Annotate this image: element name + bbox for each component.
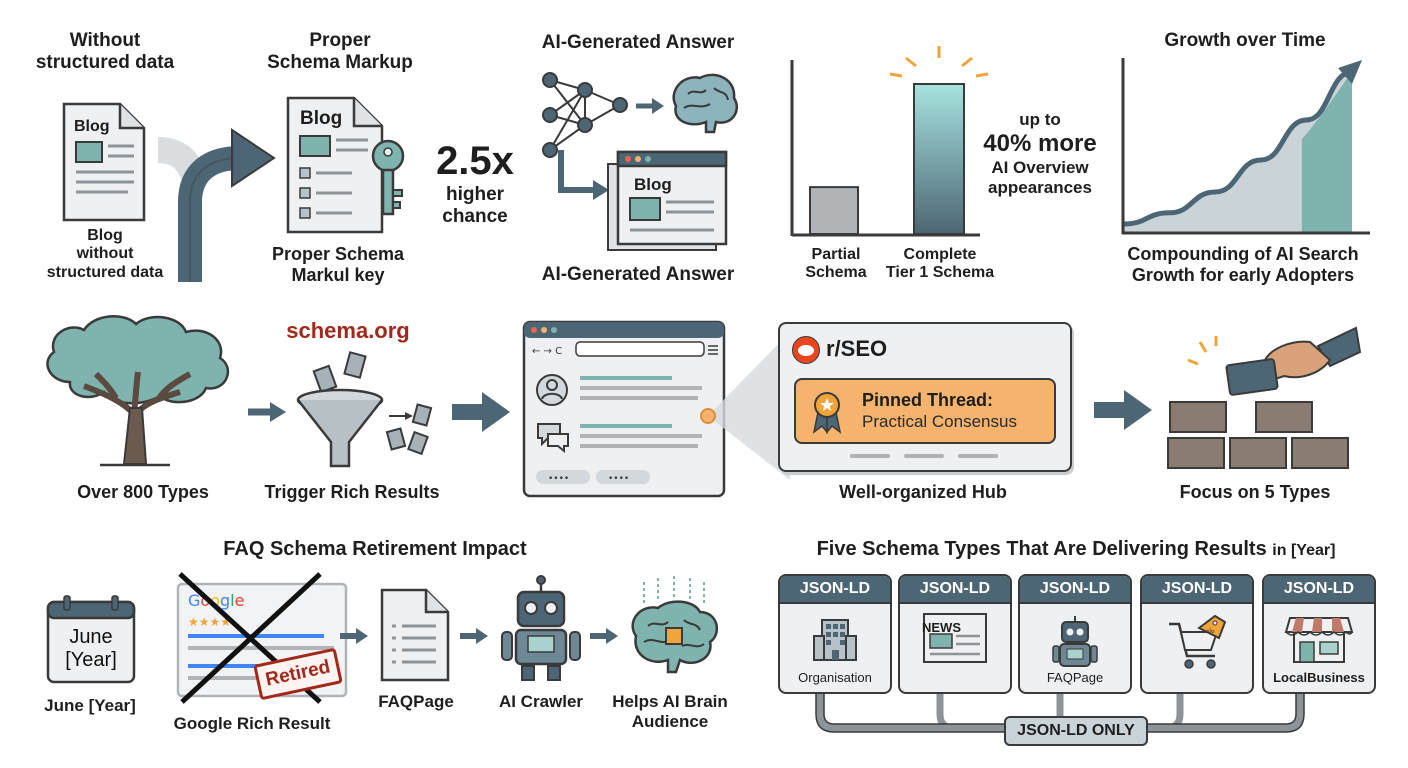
- elbow-arrow-icon: [558, 150, 609, 200]
- newspaper-icon: [900, 612, 1010, 668]
- arrow-right-icon: [460, 628, 488, 644]
- growth-caption: Compounding of AI Search Growth for earl…: [1127, 244, 1359, 285]
- overview-text: AI Overview appearances: [988, 158, 1092, 197]
- calendar-icon: [46, 595, 136, 684]
- pinned-title: Pinned Thread:: [862, 390, 994, 410]
- blog-doc-label: Blog: [74, 118, 110, 135]
- bar-partial: [809, 186, 859, 235]
- schema-card[interactable]: JSON-LD Organisation: [778, 574, 892, 694]
- growth-title: Growth over Time: [1164, 30, 1326, 51]
- schema-document-icon: [286, 96, 405, 234]
- growth-area-chart: [1121, 58, 1370, 235]
- sparkle-icon: [889, 46, 989, 78]
- schema-card-header: JSON-LD: [1142, 576, 1252, 604]
- pinned-thread-card[interactable]: Pinned Thread: Practical Consensus: [794, 378, 1056, 444]
- arrow-right-icon: [340, 628, 368, 644]
- multiplier-value: 2.5x: [436, 139, 514, 183]
- retired-stamp-text: Retired: [263, 656, 333, 691]
- reddit-icon: [792, 336, 820, 364]
- tree-caption: Over 800 Types: [77, 482, 209, 502]
- curved-arrow-icon: [157, 128, 276, 282]
- proper-caption: Proper Schema Markul key: [271, 244, 405, 285]
- hub-caption: Well-organized Hub: [839, 482, 1007, 502]
- five-types-title: Five Schema Types That Are Delivering Re…: [776, 538, 1376, 561]
- shopping-cart-icon: %: [1142, 614, 1252, 670]
- funnel-caption: Trigger Rich Results: [264, 482, 440, 502]
- search-browser-icon: ← → C •••• ••••: [522, 320, 726, 498]
- arrow-right-icon: [1094, 390, 1152, 430]
- json-ld-only-text: JSON-LD ONLY: [1017, 722, 1135, 739]
- award-ribbon-icon: [810, 390, 844, 435]
- percent-text: 40% more: [983, 130, 1097, 157]
- subreddit-name: r/SEO: [826, 336, 888, 361]
- without-caption: Blog without structured data: [46, 227, 164, 281]
- schema-card-header: JSON-LD: [900, 576, 1010, 604]
- proper-title: Proper Schema Markup: [267, 30, 413, 73]
- zoom-beam: [700, 332, 790, 480]
- schema-card[interactable]: JSON-LD%: [1140, 574, 1254, 694]
- pinned-subtitle: Practical Consensus: [862, 412, 1017, 431]
- arrow-right-icon: [590, 628, 618, 644]
- storefront-icon: [1264, 614, 1374, 670]
- faq-document-icon: [380, 588, 450, 682]
- ai-answer-caption: AI-Generated Answer: [541, 264, 735, 285]
- ai-answer-title: AI-Generated Answer: [541, 32, 735, 53]
- schema-card-label: FAQPage: [1046, 670, 1104, 685]
- svg-text:••••: ••••: [548, 474, 569, 484]
- schema-card[interactable]: JSON-LD LocalBusiness: [1262, 574, 1376, 694]
- reddit-panel: r/SEO Pinned Thread: Practical Consensus: [778, 322, 1072, 472]
- schema-org-label: schema.org: [286, 318, 410, 343]
- schema-card[interactable]: JSON-LD NEWS: [898, 574, 1012, 694]
- bar-complete: [913, 83, 965, 235]
- schema-card-label: NEWS: [922, 620, 961, 635]
- ai-blog-label: Blog: [634, 175, 672, 194]
- upto-text: up to: [1019, 110, 1061, 129]
- crawler-caption: AI Crawler: [498, 692, 584, 711]
- schema-bar-chart: [790, 46, 989, 237]
- bar-complete-label: Complete Tier 1 Schema: [885, 246, 995, 282]
- svg-text:••••: ••••: [608, 474, 629, 484]
- schema-doc-label: Blog: [300, 108, 343, 129]
- five-types-title-suffix: in [Year]: [1272, 542, 1336, 559]
- schema-card[interactable]: JSON-LD FAQPage: [1018, 574, 1132, 694]
- without-title: Without structured data: [35, 30, 175, 73]
- arrow-right-icon: [452, 392, 510, 432]
- arrow-right-icon: [248, 402, 286, 422]
- connector-bus: [815, 688, 1305, 733]
- schema-card-label: LocalBusiness: [1273, 670, 1365, 685]
- svg-text:★★★★: ★★★★: [188, 615, 231, 629]
- blog-document-icon: [62, 102, 146, 222]
- bricks-hand-icon: [1167, 326, 1362, 469]
- five-types-title-main: Five Schema Types That Are Delivering Re…: [816, 538, 1267, 560]
- calendar-caption: June [Year]: [44, 696, 136, 715]
- svg-text:%: %: [1205, 626, 1217, 638]
- faq-caption: FAQPage: [378, 692, 454, 711]
- schema-card-header: JSON-LD: [780, 576, 890, 604]
- robot-crawler-icon: [501, 575, 581, 681]
- multiplier-caption: higher chance: [442, 184, 508, 227]
- focus-caption: Focus on 5 Types: [1179, 482, 1331, 502]
- schema-card-header: JSON-LD: [1020, 576, 1130, 604]
- building-icon: [780, 614, 890, 670]
- tree-icon: [46, 315, 230, 467]
- faq-retirement-title: FAQ Schema Retirement Impact: [223, 538, 527, 560]
- neural-network-icon: [542, 72, 628, 158]
- funnel-icon: [296, 351, 433, 468]
- google-caption: Google Rich Result: [173, 714, 331, 733]
- brain-icon: [672, 73, 739, 134]
- schema-card-label: Organisation: [798, 670, 872, 685]
- brain-caption: Helps AI Brain Audience: [612, 692, 728, 731]
- arrow-right-icon: [636, 98, 664, 114]
- robot-icon: [1020, 614, 1130, 670]
- svg-text:← → C: ← → C: [532, 346, 562, 357]
- json-ld-only-label: JSON-LD ONLY: [1004, 716, 1148, 746]
- schema-card-header: JSON-LD: [1264, 576, 1374, 604]
- calendar-text: June [Year]: [65, 626, 117, 671]
- browser-window-icon: [607, 150, 728, 251]
- bar-partial-label: Partial Schema: [805, 246, 867, 282]
- ai-brain-icon: [631, 576, 719, 674]
